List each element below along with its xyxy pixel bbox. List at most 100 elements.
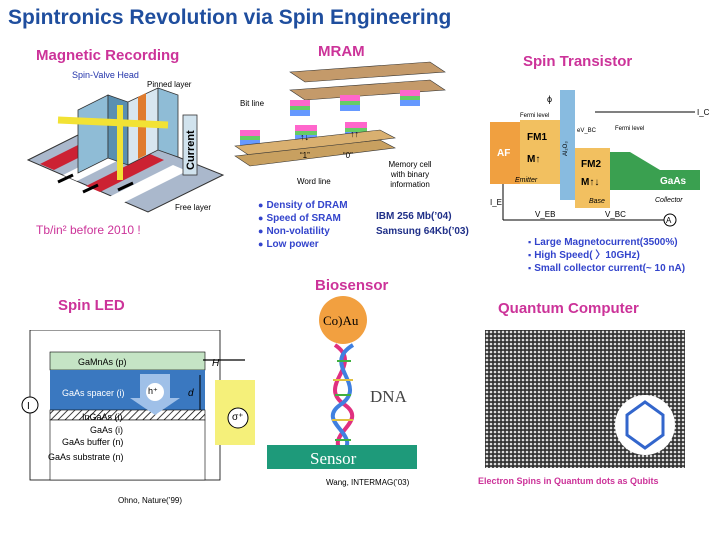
memory-cell-line: with binary bbox=[390, 170, 430, 179]
mram-bullet: Non-volatility bbox=[258, 225, 348, 238]
quantum-heading: Quantum Computer bbox=[498, 300, 639, 317]
current-arrow bbox=[57, 116, 169, 129]
coau-label: Co)Au bbox=[323, 313, 359, 328]
sensor-label: Sensor bbox=[310, 449, 357, 468]
track-bit bbox=[109, 165, 187, 203]
bit-arrow bbox=[57, 173, 74, 184]
field-label: H bbox=[212, 358, 220, 369]
alox-label: Al₂O₃ bbox=[563, 141, 569, 156]
ic-label: I_C bbox=[697, 108, 710, 117]
collector-label: Collector bbox=[655, 197, 683, 204]
current-source-icon bbox=[21, 396, 39, 414]
page-title: Spintronics Revolution via Spin Engineer… bbox=[8, 6, 452, 29]
magnetic-recording-heading: Magnetic Recording bbox=[36, 47, 180, 64]
transistor-bullet: Large Magnetocurrent(3500%) bbox=[528, 236, 685, 249]
mram-bullet: Low power bbox=[258, 238, 348, 251]
ie-label: I_E bbox=[490, 198, 502, 207]
mram-cell bbox=[290, 100, 310, 116]
gaas-spacer-layer bbox=[50, 370, 205, 410]
spin-transistor-bullets: Large Magnetocurrent(3500%) High Speed( … bbox=[528, 236, 685, 275]
ibm-note: IBM 256 Mb(’04) bbox=[376, 211, 452, 222]
mram-bullet: Density of DRAM bbox=[258, 199, 347, 212]
spin-transistor-diagram: AF FM1 M↑ Emitter Al₂O₃ FM2 M↑↓ Base GaA… bbox=[490, 90, 710, 227]
dna-strand bbox=[330, 343, 355, 457]
bit-arrow bbox=[82, 183, 99, 194]
gamnas-layer bbox=[49, 351, 206, 371]
density-note: Tb/in² before 2010 ! bbox=[36, 223, 141, 237]
led-layer-label: GaAs spacer (i) bbox=[62, 388, 125, 398]
af-block bbox=[490, 122, 520, 184]
fm1-block bbox=[520, 120, 560, 184]
qubit-inset-icon bbox=[615, 395, 675, 455]
current-label-box bbox=[182, 114, 198, 176]
sensor-block bbox=[267, 445, 417, 469]
bit-arrow bbox=[117, 181, 134, 192]
coau-nanoparticle-icon bbox=[319, 296, 367, 344]
fm2-block bbox=[575, 148, 610, 208]
led-layer-label: GaAs buffer (n) bbox=[62, 437, 124, 447]
ingaas-layer bbox=[49, 409, 206, 421]
free-layer-label: Free layer bbox=[175, 203, 212, 212]
biosensor-diagram: Co)Au DNA Sensor bbox=[267, 296, 417, 469]
cell-1-label: “1” bbox=[300, 151, 310, 160]
mram-bullets: Density of DRAM Speed of SRAM Non-volati… bbox=[258, 199, 348, 251]
gaas-region bbox=[610, 152, 700, 190]
led-layer-label: GaAs (i) bbox=[90, 425, 124, 435]
spin-valve-diagram: Current bbox=[26, 87, 225, 213]
veb-label: V_EB bbox=[535, 210, 555, 219]
spin-transistor-heading: Spin Transistor bbox=[523, 53, 633, 70]
ammeter-label: A bbox=[666, 216, 672, 225]
spin-led-citation: Ohno, Nature(’99) bbox=[118, 496, 183, 505]
memory-cell-line: information bbox=[390, 180, 430, 189]
fm1-label: FM1 bbox=[527, 132, 547, 143]
spin-led-diagram: I GaMnAs (p) GaAs spacer (i) InGaAs (i) … bbox=[20, 330, 260, 490]
spin-arrows-icon: ↑↑ bbox=[350, 129, 359, 139]
mram-array-diagram: ↑↓ ↑↑ bbox=[234, 61, 446, 167]
mram-heading: MRAM bbox=[318, 43, 365, 60]
memory-cell-label: Memory cell with binary information bbox=[385, 160, 435, 190]
spin-arrows-icon: ↑↓ bbox=[300, 132, 309, 142]
samsung-note: Samsung 64Kb(’03) bbox=[376, 226, 469, 237]
m1-label: M↑ bbox=[527, 154, 540, 165]
substrate-layers bbox=[49, 419, 206, 481]
ammeter-icon bbox=[663, 213, 677, 227]
transistor-bullet: Small collector current(~ 10 nA) bbox=[528, 262, 685, 275]
fm2-label: FM2 bbox=[581, 159, 601, 170]
quantum-dot-image bbox=[485, 330, 685, 468]
bit-line bbox=[289, 61, 446, 83]
sigma-label: σ⁺ bbox=[232, 412, 244, 423]
led-layer-label: InGaAs (i) bbox=[82, 412, 123, 422]
fermi-level-label-1: Fermi level bbox=[520, 113, 549, 119]
bit-line bbox=[289, 79, 446, 101]
quantum-caption: Electron Spins in Quantum dots as Qubits bbox=[478, 476, 659, 486]
pinned-layer-label: Pinned layer bbox=[147, 80, 192, 89]
word-line bbox=[234, 129, 396, 157]
word-line-label: Word line bbox=[297, 177, 331, 186]
spin-valve-head-label: Spin-Valve Head bbox=[72, 70, 139, 80]
phi-label: ϕ bbox=[547, 94, 552, 104]
mram-cell bbox=[240, 130, 260, 146]
hole-icon bbox=[146, 383, 164, 401]
m2-label: M↑↓ bbox=[581, 177, 599, 188]
hole-label: h⁺ bbox=[148, 386, 158, 396]
track-bit bbox=[86, 154, 164, 192]
mram-cell bbox=[340, 95, 360, 111]
alox-barrier bbox=[560, 90, 575, 200]
base-label: Base bbox=[589, 198, 605, 205]
dna-label: DNA bbox=[370, 387, 408, 406]
gaas-label: GaAs bbox=[660, 176, 687, 187]
mram-cell bbox=[400, 90, 420, 106]
sigma-icon bbox=[227, 407, 249, 429]
current-label: Current bbox=[185, 130, 197, 170]
d-label: d bbox=[188, 388, 194, 399]
qubit-ring bbox=[625, 400, 665, 450]
word-line bbox=[234, 139, 396, 167]
mram-bullet: Speed of SRAM bbox=[258, 212, 348, 225]
biosensor-heading: Biosensor bbox=[315, 277, 389, 294]
led-layer-label: GaAs substrate (n) bbox=[48, 452, 124, 462]
spin-led-heading: Spin LED bbox=[58, 297, 125, 314]
emitter-label: Emitter bbox=[515, 177, 538, 184]
af-label: AF bbox=[497, 148, 510, 159]
biosensor-citation: Wang, INTERMAG(’03) bbox=[326, 478, 410, 487]
dna-strand bbox=[333, 343, 355, 457]
